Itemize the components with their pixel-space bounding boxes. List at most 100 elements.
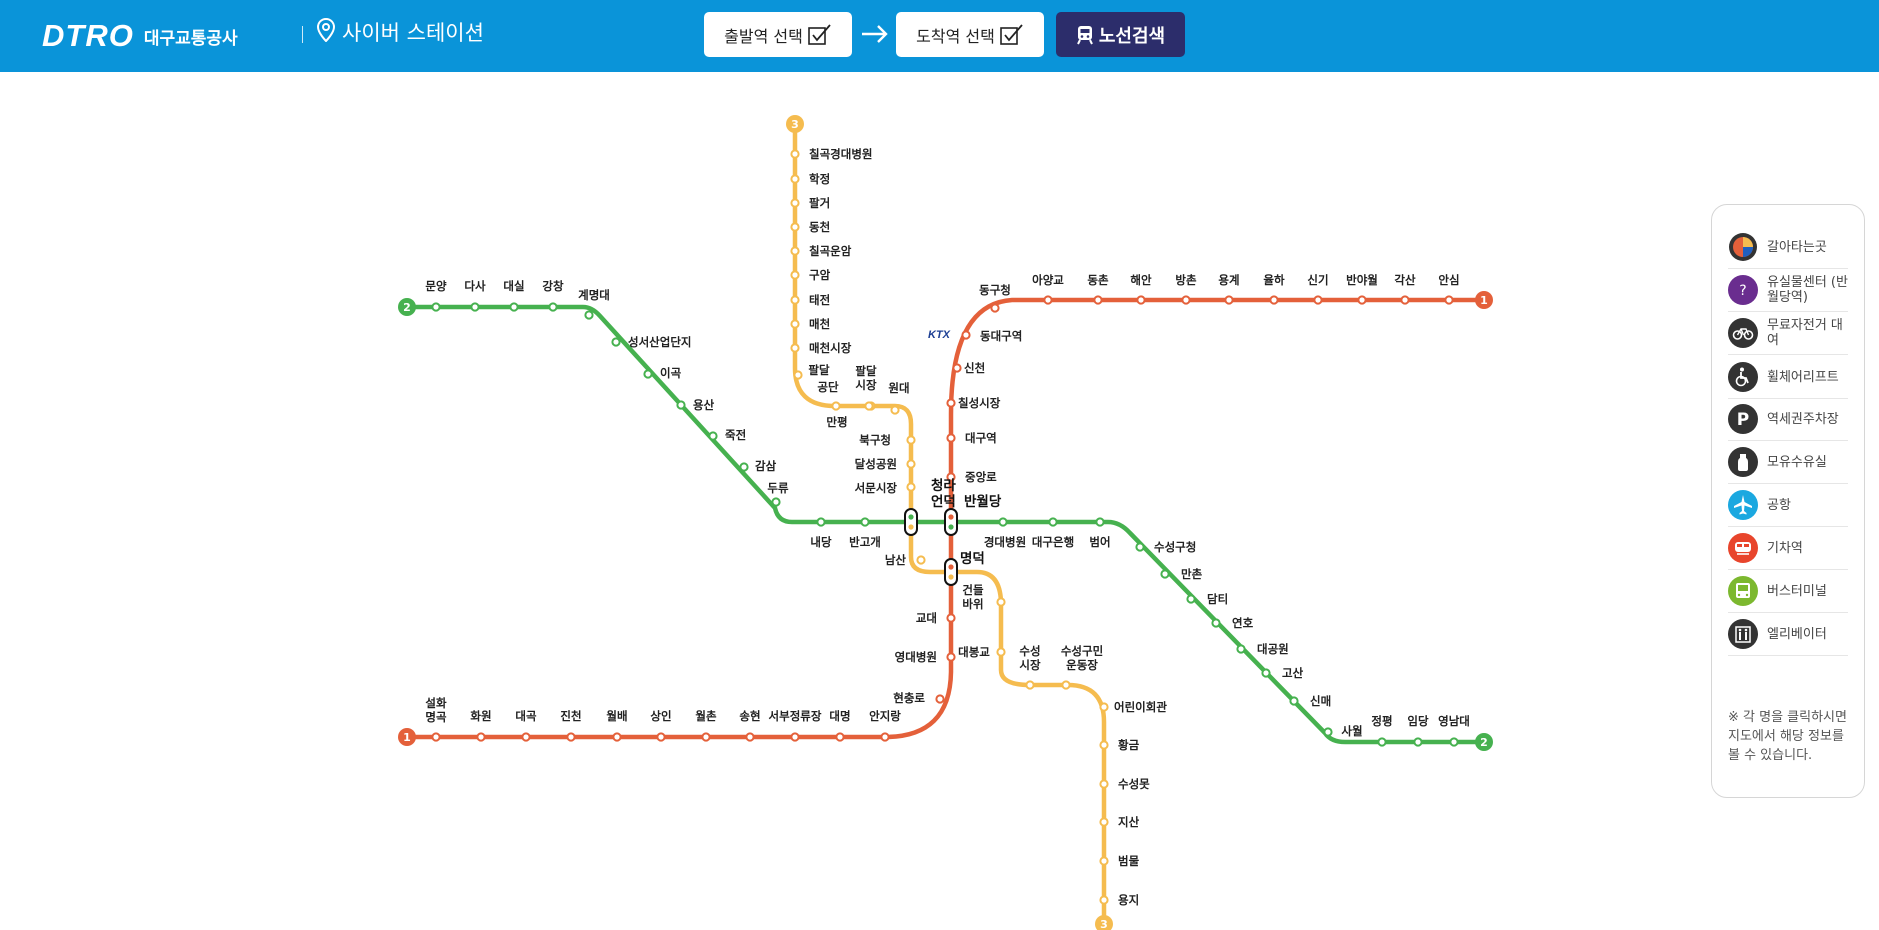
line1-station[interactable]: 해안 [1130, 273, 1152, 305]
line2-station[interactable]: 성서산업단지 [611, 335, 691, 349]
line3-station[interactable]: 공단 [817, 380, 841, 411]
line3-station[interactable]: 원대 [888, 381, 910, 415]
arrival-select-button[interactable]: 도착역 선택 [896, 12, 1044, 57]
line2-station[interactable]: 경대병원 [984, 517, 1026, 549]
line3-station[interactable]: 수성못 [1099, 777, 1150, 791]
line1-station[interactable]: 안심 [1438, 273, 1460, 305]
line3-station[interactable]: 서문시장 [855, 481, 916, 495]
line2-station[interactable]: 대구은행 [1032, 517, 1074, 549]
line2-station[interactable]: 사월 [1323, 724, 1363, 738]
line3-station[interactable]: 범물 [1099, 854, 1140, 868]
line1-station[interactable]: 동촌 [1087, 273, 1109, 305]
transfer-station[interactable]: 명덕 [944, 550, 985, 586]
dtro-logo[interactable]: DTRO 대구교통공사 [42, 14, 238, 58]
line2-station[interactable]: 문양 [425, 279, 447, 312]
line2-station[interactable]: 강창 [542, 279, 564, 312]
line2-station[interactable]: 범어 [1089, 517, 1111, 549]
line1-station[interactable]: 영대병원 [895, 650, 956, 664]
line3-station[interactable]: 대봉교 [958, 645, 1006, 659]
line1-station[interactable]: 동대구역 [961, 329, 1022, 343]
line2-station[interactable]: 대실 [503, 279, 525, 312]
line3-station[interactable]: 팔거 [790, 196, 830, 210]
line1-station[interactable]: 신천 [952, 361, 985, 375]
line1-station[interactable]: 반야월 [1346, 273, 1378, 305]
line2-station[interactable]: 감삼 [739, 459, 777, 473]
line1-station[interactable]: 대곡 [515, 709, 537, 742]
line1-station[interactable]: 동구청 [979, 283, 1011, 313]
line1-station[interactable]: 안지랑 [869, 709, 901, 742]
line3-station[interactable]: 황금 [1099, 738, 1140, 752]
line2-station[interactable]: 정평 [1371, 714, 1393, 747]
legend-item[interactable]: 갈아타는곳 [1728, 226, 1848, 269]
line2-station[interactable]: 용산 [676, 398, 715, 412]
line3-station[interactable]: 구암 [790, 268, 831, 282]
line2-station[interactable]: 영남대 [1438, 714, 1470, 747]
legend-item[interactable]: ?유실물센터 (반월당역) [1728, 269, 1848, 312]
line1-station[interactable]: 용계 [1218, 273, 1240, 305]
line3-station[interactable]: 팔달 [793, 363, 830, 380]
line1-station[interactable]: 서부정류장 [769, 709, 822, 742]
line3-station[interactable]: 달성공원 [855, 457, 916, 471]
route-search-button[interactable]: 노선검색 [1056, 12, 1185, 57]
line1-station[interactable]: 현충로 [893, 691, 945, 705]
line1-station[interactable]: 칠성시장 [946, 396, 1001, 410]
line3-station[interactable]: 학정 [790, 172, 830, 186]
line3-station[interactable]: 남산 [885, 553, 926, 567]
line1-station[interactable]: 진천 [560, 709, 582, 742]
line1-station[interactable]: 월배 [606, 709, 628, 742]
line3-station[interactable]: 동천 [790, 220, 830, 234]
transfer-station[interactable]: 반월당 [944, 493, 1002, 536]
legend-item[interactable]: 기차역 [1728, 527, 1848, 570]
line1-station[interactable]: 대구역 [946, 431, 997, 445]
line3-station[interactable]: 매천시장 [790, 341, 852, 355]
legend-item[interactable]: 버스터미널 [1728, 570, 1848, 613]
line1-station[interactable]: 신기 [1307, 273, 1329, 305]
departure-select-button[interactable]: 출발역 선택 [704, 12, 852, 57]
line3-station[interactable]: 태전 [790, 293, 830, 307]
line3-station[interactable]: 지산 [1099, 815, 1140, 829]
line3-station[interactable]: 북구청 [859, 433, 916, 447]
line2-station[interactable]: 담티 [1186, 592, 1228, 606]
line3-station[interactable]: 매천 [790, 317, 830, 331]
line1-station[interactable]: 송현 [739, 709, 761, 742]
line2-station[interactable]: 연호 [1211, 616, 1254, 630]
line2-station[interactable]: 계명대 [578, 288, 610, 320]
line3-station[interactable]: 칠곡운암 [790, 244, 852, 258]
line2-station[interactable]: 만촌 [1160, 567, 1203, 581]
line2-station[interactable]: 내당 [810, 517, 832, 549]
line3-station[interactable]: 용지 [1099, 893, 1139, 907]
legend-item[interactable]: 휠체어리프트 [1728, 356, 1848, 399]
line2-station[interactable]: 대공원 [1236, 642, 1289, 656]
line1-station[interactable]: 상인 [650, 709, 672, 742]
line2-station[interactable]: 두류 [767, 481, 789, 507]
legend-item[interactable]: 무료자전거 대여 [1728, 312, 1848, 355]
line2-station[interactable]: 신매 [1289, 694, 1331, 708]
line1-station[interactable]: 교대 [916, 611, 956, 625]
line3-station[interactable]: 칠곡경대병원 [790, 147, 872, 161]
line2-station[interactable]: 죽전 [708, 428, 746, 442]
line1-station[interactable]: 월촌 [695, 709, 717, 742]
line2-station[interactable]: 반고개 [849, 517, 881, 549]
line1-station[interactable]: 각산 [1394, 273, 1416, 305]
line2-station[interactable]: 다사 [464, 279, 486, 312]
line1-station[interactable]: 율하 [1263, 273, 1285, 305]
legend-item[interactable]: 엘리베이터 [1728, 613, 1848, 656]
line2-station[interactable]: 수성구청 [1135, 540, 1196, 554]
line1-station[interactable]: 아양교 [1032, 273, 1064, 305]
line2-station[interactable]: 고산 [1261, 666, 1304, 680]
line2-station[interactable]: 이곡 [643, 366, 682, 380]
line3-station[interactable]: 어린이회관 [1099, 700, 1167, 714]
legend-item[interactable]: 공항 [1728, 484, 1848, 527]
line1-station[interactable]: 방촌 [1175, 273, 1197, 305]
legend-item[interactable]: 모유수유실 [1728, 441, 1848, 484]
line1-station[interactable]: 중앙로 [946, 470, 997, 484]
line2-station[interactable]: 임당 [1407, 714, 1429, 747]
line1-station[interactable]: 대명 [829, 709, 851, 742]
